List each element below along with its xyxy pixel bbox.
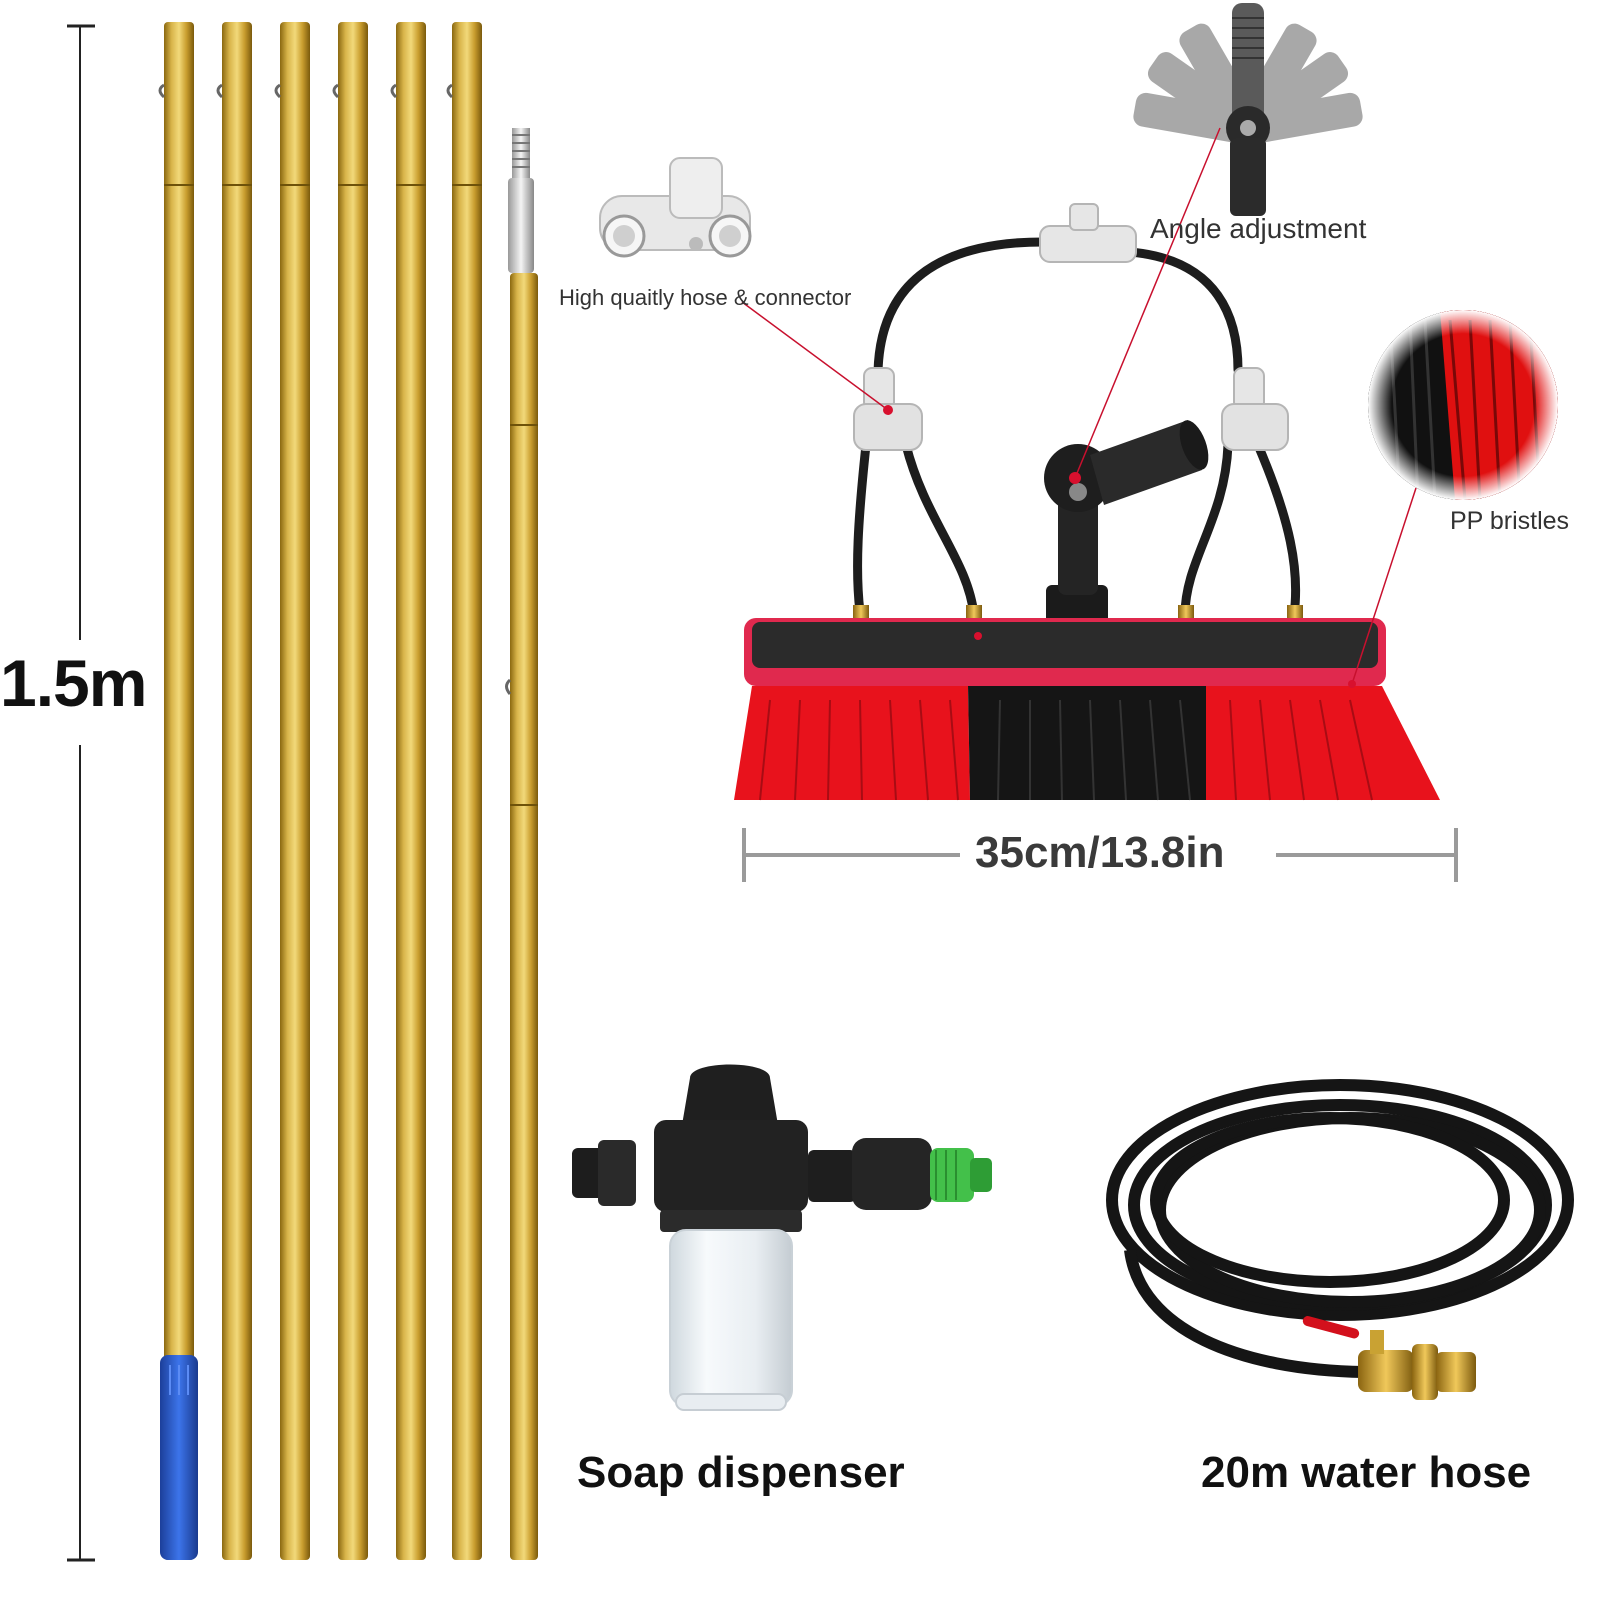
brush-width-label: 35cm/13.8in — [975, 828, 1225, 877]
height-label: 1.5m — [0, 646, 147, 720]
callout-leaders — [741, 127, 1417, 685]
pole-section-5 — [390, 22, 426, 1560]
brush-hose — [853, 237, 1301, 620]
pole-section-4 — [332, 22, 368, 1560]
pole-section-6 — [446, 22, 482, 1560]
bristles-detail-circle — [1368, 310, 1558, 500]
brush-swivel-mount — [1044, 420, 1209, 645]
soap-dispenser-label: Soap dispenser — [577, 1448, 905, 1497]
height-dimension-line — [67, 24, 95, 1562]
pole-sections — [158, 22, 482, 1560]
brush-head — [734, 618, 1440, 801]
bristles-label: PP bristles — [1450, 507, 1570, 535]
angle-adjustment-fan — [1133, 3, 1363, 216]
pole-section-2 — [216, 22, 252, 1560]
callout-dots — [883, 405, 1356, 688]
soap-dispenser — [572, 1064, 992, 1411]
pole-section-3 — [274, 22, 310, 1560]
grip-handle — [160, 1355, 198, 1560]
hose-connector-label: High quaitly hose & connector — [559, 285, 852, 310]
width-dimension-line — [742, 828, 1458, 882]
pole-section-1 — [158, 22, 198, 1560]
hose-valve-fitting — [1302, 1316, 1476, 1400]
water-hose-label: 20m water hose — [1201, 1448, 1532, 1497]
brush-connectors — [853, 203, 1303, 633]
angle-adjustment-label: Angle adjustment — [1150, 213, 1367, 244]
t-connector — [599, 157, 752, 258]
water-hose-coil — [1106, 1079, 1574, 1378]
brush-bristles — [734, 686, 1440, 801]
top-pole-section — [505, 128, 538, 1560]
